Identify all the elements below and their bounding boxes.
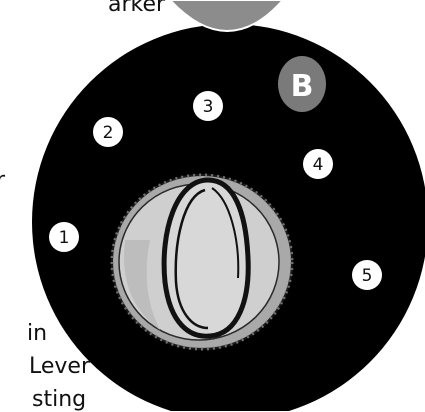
position-marker-5[interactable]: 5 — [352, 260, 382, 290]
rotary-knob-icon[interactable] — [112, 175, 292, 349]
b-badge-label: B — [291, 69, 314, 104]
position-marker-4[interactable]: 4 — [303, 149, 333, 179]
position-marker-1[interactable]: 1 — [49, 222, 79, 252]
position-label-3: 3 — [203, 97, 214, 117]
top-tab — [170, 0, 283, 31]
position-label-4: 4 — [313, 155, 324, 175]
position-label-2: 2 — [103, 123, 114, 143]
position-marker-2[interactable]: 2 — [93, 117, 123, 147]
position-marker-3[interactable]: 3 — [193, 91, 223, 121]
position-label-5: 5 — [362, 266, 373, 286]
position-label-1: 1 — [59, 228, 70, 248]
b-badge: B — [278, 56, 326, 112]
